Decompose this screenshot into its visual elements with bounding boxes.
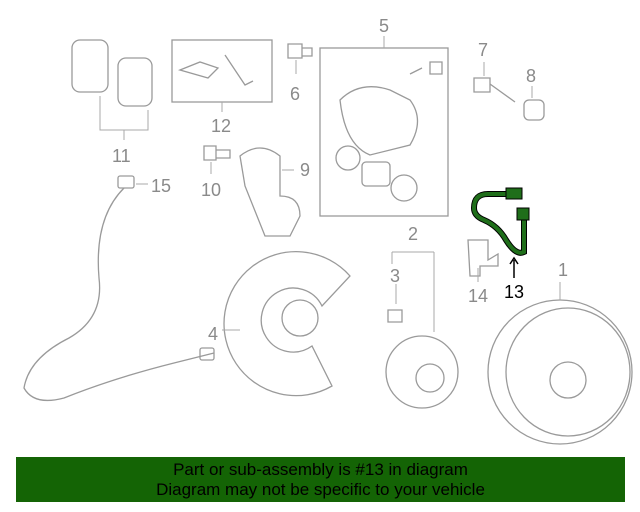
bolt-10-part[interactable] xyxy=(203,145,231,174)
caliper-assembly-part[interactable] xyxy=(319,36,449,217)
callout-11[interactable]: 11 xyxy=(112,146,131,166)
callout-7[interactable]: 7 xyxy=(478,40,488,60)
callout-3[interactable]: 3 xyxy=(390,266,400,286)
caliper-bracket-part[interactable] xyxy=(239,147,301,237)
callout-13[interactable]: 13 xyxy=(504,282,524,302)
pin-boot-part[interactable] xyxy=(523,86,545,121)
banner-line-1: Part or sub-assembly is #13 in diagram xyxy=(173,460,468,479)
hub-bearing-part[interactable] xyxy=(385,251,459,409)
callout-12[interactable]: 12 xyxy=(211,116,231,136)
callout-5[interactable]: 5 xyxy=(379,16,389,36)
sensor-bracket-part[interactable] xyxy=(467,239,499,282)
brake-pads-part[interactable] xyxy=(71,39,153,140)
callout-14[interactable]: 14 xyxy=(468,286,488,306)
callout-4[interactable]: 4 xyxy=(208,324,218,344)
callout-2[interactable]: 2 xyxy=(408,224,418,244)
info-banner: Part or sub-assembly is #13 in diagram D… xyxy=(16,457,625,502)
guide-pin-part[interactable] xyxy=(473,62,516,103)
banner-line-2: Diagram may not be specific to your vehi… xyxy=(156,480,485,499)
callout-9[interactable]: 9 xyxy=(300,160,310,180)
abs-sensor-part-13[interactable] xyxy=(470,187,530,278)
dust-shield-part[interactable] xyxy=(222,251,351,397)
hub-bolt-part[interactable] xyxy=(387,284,403,323)
callout-6[interactable]: 6 xyxy=(290,84,300,104)
bolt-6-part[interactable] xyxy=(287,43,313,74)
hardware-kit-part[interactable] xyxy=(171,39,273,112)
callout-1[interactable]: 1 xyxy=(558,260,568,280)
callout-8[interactable]: 8 xyxy=(526,66,536,86)
callout-10[interactable]: 10 xyxy=(201,180,221,200)
brake-rotor-part[interactable] xyxy=(487,282,633,445)
callout-15[interactable]: 15 xyxy=(151,176,171,196)
abs-sensor-wire-part[interactable] xyxy=(23,175,215,402)
